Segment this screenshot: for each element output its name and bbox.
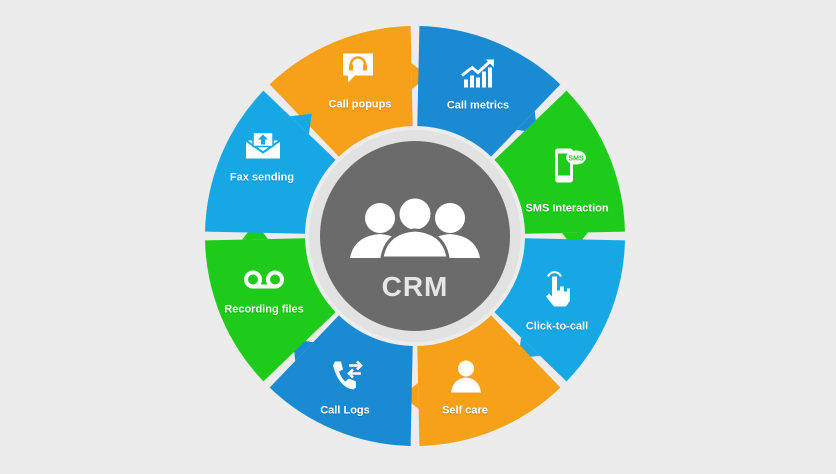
segment-label-fax-sending: Fax sending bbox=[229, 171, 295, 184]
people-group-icon bbox=[350, 195, 480, 260]
segment-label-call-popups: Call popups bbox=[328, 98, 392, 111]
segment-label-recording-files: Recording files bbox=[224, 303, 304, 316]
segment-label-call-logs: Call Logs bbox=[320, 404, 370, 417]
segment-click-to-call bbox=[494, 238, 625, 382]
growth-chart-icon bbox=[460, 58, 496, 95]
segment-label-click-to-call: Click-to-call bbox=[525, 320, 589, 333]
person-icon bbox=[449, 359, 483, 398]
pointer-hand-icon bbox=[542, 271, 572, 312]
phone-transfer-icon bbox=[329, 358, 365, 399]
crm-label: CRM bbox=[381, 271, 449, 302]
segment-tab bbox=[290, 113, 312, 135]
segment-call-popups bbox=[269, 26, 413, 157]
segment-fax-sending bbox=[205, 90, 336, 234]
segment-label-call-metrics: Call metrics bbox=[446, 99, 510, 112]
envelope-upload-icon bbox=[244, 131, 282, 166]
segment-self-care bbox=[417, 315, 561, 446]
phone-sms-icon: SMS bbox=[551, 147, 587, 190]
svg-text:SMS: SMS bbox=[568, 156, 584, 163]
headset-chat-icon bbox=[341, 52, 375, 89]
segment-label-sms-interaction: SMS Interaction bbox=[525, 202, 609, 215]
voicemail-icon bbox=[242, 269, 286, 296]
segment-label-self-care: Self care bbox=[442, 404, 488, 417]
segment-call-metrics bbox=[417, 26, 561, 157]
segment-recording-files bbox=[205, 238, 336, 382]
